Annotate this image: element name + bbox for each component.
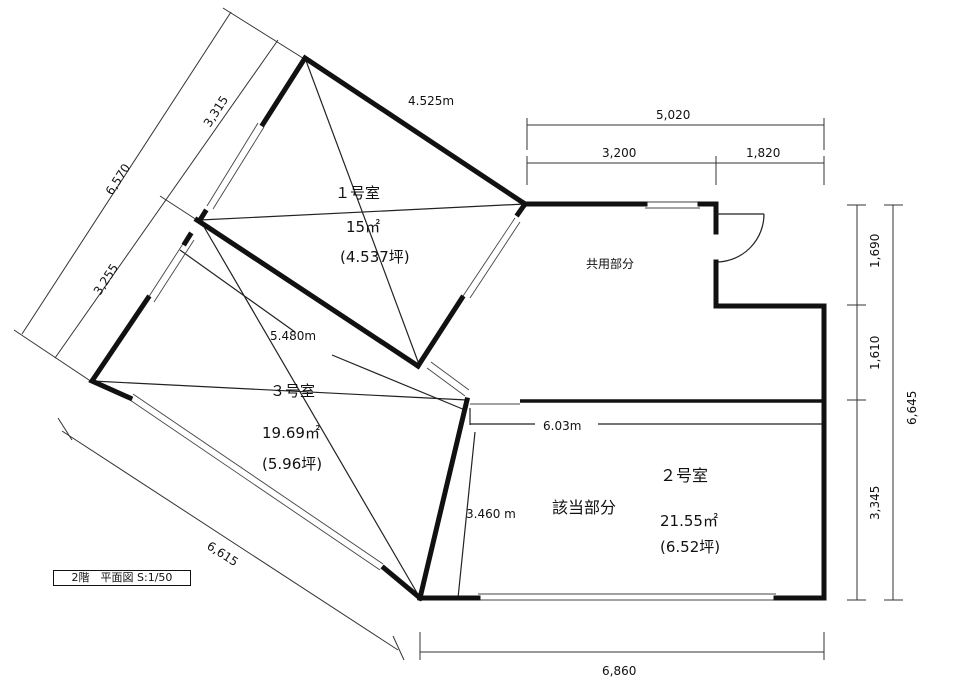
measurement-lines: [91, 57, 822, 599]
room2-width-length: 6.03m: [543, 419, 581, 433]
room-2-labels: ２号室 該当部分 21.55㎡ (6.52坪): [552, 466, 720, 556]
room1-edge-length: 4.525m: [408, 94, 454, 108]
window-lines: [129, 122, 776, 601]
room3-diag-length: 5.480m: [270, 329, 316, 343]
dim-top-total: 5,020: [656, 108, 690, 122]
room-1-labels: １号室 15㎡ (4.537坪): [335, 184, 410, 266]
scale-label: 2階 平面図 S:1/50: [53, 570, 191, 586]
dim-left-lower: 3,255: [91, 261, 121, 297]
room-3-labels: ３号室 19.69㎡ (5.96坪): [262, 382, 322, 473]
room-1-area: 15㎡: [346, 218, 380, 236]
dimension-labels: 5,020 3,200 1,820 1,690 1,610 3,345 6,64…: [91, 93, 919, 678]
dim-right-bottom: 3,345: [868, 486, 882, 520]
dim-right-mid: 1,610: [868, 336, 882, 370]
walls: [88, 54, 827, 602]
dim-top-right: 1,820: [746, 146, 780, 160]
dim-left-upper: 3,315: [201, 93, 231, 129]
common-area-label: 共用部分: [586, 256, 634, 271]
room-1-tsubo: (4.537坪): [340, 248, 410, 266]
room2-depth-length: 3.460 m: [466, 507, 516, 521]
room-2-label: 該当部分: [552, 498, 616, 517]
dim-right-total: 6,645: [905, 391, 919, 425]
room-3-area: 19.69㎡: [262, 424, 320, 442]
room-2-name: ２号室: [660, 466, 708, 485]
room-2-tsubo: (6.52坪): [660, 538, 720, 556]
dim-top-left: 3,200: [602, 146, 636, 160]
room-3-name: ３号室: [270, 382, 315, 400]
room-3-tsubo: (5.96坪): [262, 455, 322, 473]
room-2-area: 21.55㎡: [660, 512, 718, 530]
dim-bottom: 6,860: [602, 664, 636, 678]
dim-left-total: 6,570: [103, 161, 133, 197]
room-1-name: １号室: [335, 184, 380, 202]
dim-lower-left-wall: 6,615: [204, 539, 240, 569]
door: [716, 213, 765, 263]
dimension-lines: [13, 7, 903, 661]
measurement-labels: 4.525m 5.480m 6.03m 3.460 m: [270, 94, 581, 521]
dim-right-top: 1,690: [868, 234, 882, 268]
